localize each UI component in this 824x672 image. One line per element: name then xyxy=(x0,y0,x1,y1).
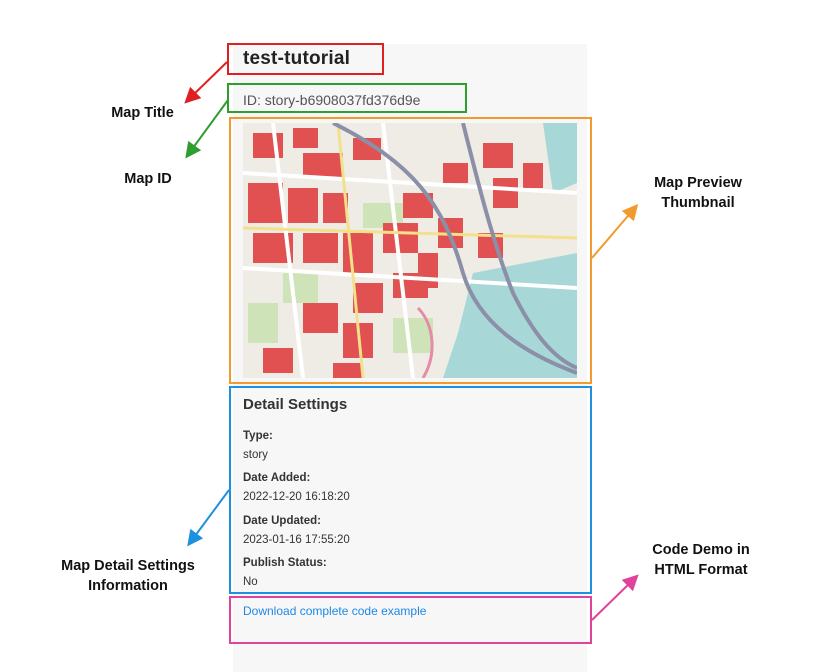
details-highlight-box xyxy=(229,386,592,594)
annotation-details-line1: Map Detail Settings xyxy=(61,558,195,574)
annotation-map-title: Map Title xyxy=(111,105,174,121)
date-added-field: Date Added: 2022-12-20 16:18:20 xyxy=(243,472,350,503)
download-code-link[interactable]: Download complete code example xyxy=(243,604,427,618)
map-title: test-tutorial xyxy=(243,48,351,69)
detail-settings-heading: Detail Settings xyxy=(243,396,348,413)
date-updated-label: Date Updated: xyxy=(243,515,321,527)
date-added-value: 2022-12-20 16:18:20 xyxy=(243,491,350,503)
date-updated-value: 2023-01-16 17:55:20 xyxy=(243,534,350,546)
annotation-map-preview-line1: Map Preview xyxy=(654,175,742,191)
date-updated-field: Date Updated: 2023-01-16 17:55:20 xyxy=(243,515,350,546)
annotation-code-demo: Code Demo in HTML Format xyxy=(636,540,766,580)
map-thumbnail-graphic xyxy=(243,123,577,378)
map-title-highlight-box xyxy=(227,43,384,75)
publish-status-value: No xyxy=(243,576,258,588)
annotation-code-line1: Code Demo in xyxy=(652,542,750,558)
map-preview-highlight-box xyxy=(229,117,592,384)
annotation-map-preview: Map Preview Thumbnail xyxy=(628,173,768,213)
publish-status-label: Publish Status: xyxy=(243,557,327,569)
annotation-map-id: Map ID xyxy=(124,171,172,187)
annotation-code-line2: HTML Format xyxy=(654,562,748,578)
annotation-map-preview-line2: Thumbnail xyxy=(661,195,735,211)
code-demo-highlight-box xyxy=(229,596,592,644)
map-id-highlight-box xyxy=(227,83,467,113)
date-added-label: Date Added: xyxy=(243,472,311,484)
map-preview-thumbnail[interactable] xyxy=(243,123,577,378)
type-label: Type: xyxy=(243,430,273,442)
map-id: ID: story-b6908037fd376d9e xyxy=(243,92,421,108)
type-field: Type: story xyxy=(243,430,273,461)
annotation-details: Map Detail Settings Information xyxy=(38,556,218,596)
annotation-details-line2: Information xyxy=(88,578,168,594)
type-value: story xyxy=(243,449,268,461)
publish-status-field: Publish Status: No xyxy=(243,557,327,588)
